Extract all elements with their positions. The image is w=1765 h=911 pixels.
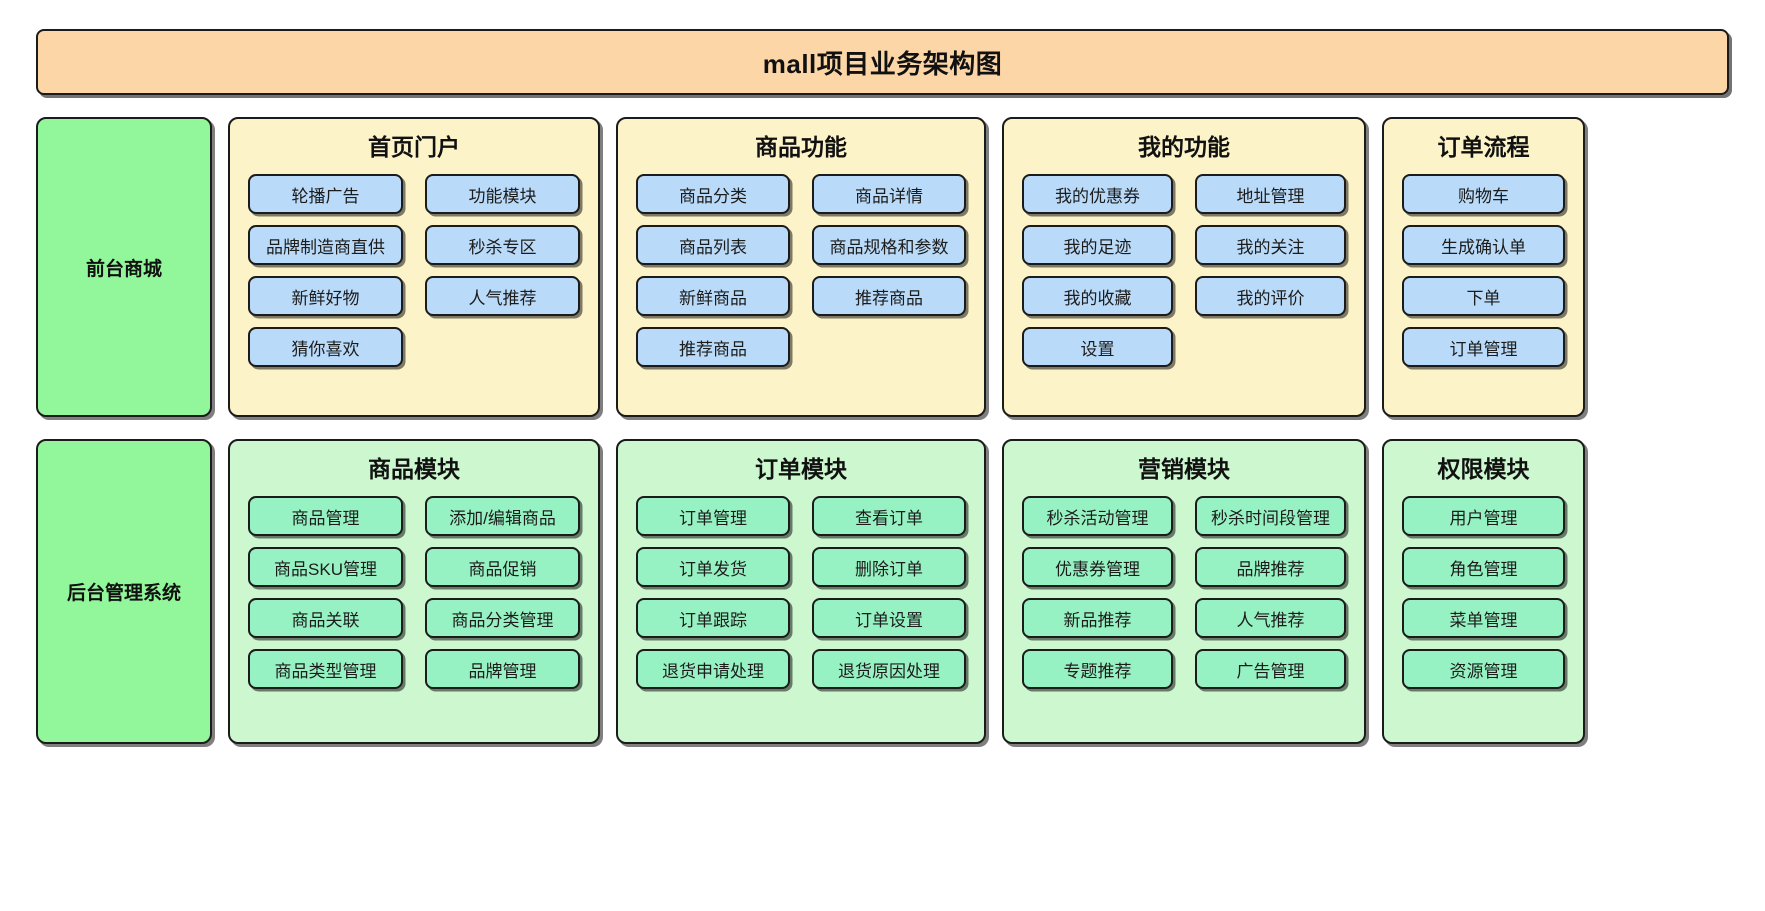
item-node[interactable]: 推荐商品 bbox=[636, 327, 790, 368]
group-my-features: 我的功能 我的优惠券 地址管理 我的足迹 我的关注 我的收藏 我的评价 设置 bbox=[1002, 117, 1366, 417]
item-node[interactable]: 地址管理 bbox=[1195, 174, 1346, 215]
item-node[interactable]: 退货原因处理 bbox=[812, 649, 966, 690]
item-node[interactable]: 订单跟踪 bbox=[636, 598, 790, 639]
group-product-features: 商品功能 商品分类 商品详情 商品列表 商品规格和参数 新鲜商品 推荐商品 推荐… bbox=[616, 117, 986, 417]
group-title: 订单模块 bbox=[755, 456, 847, 482]
item-node[interactable]: 订单管理 bbox=[1402, 327, 1565, 368]
group-homepage-portal: 首页门户 轮播广告 功能模块 品牌制造商直供 秒杀专区 新鲜好物 人气推荐 猜你… bbox=[228, 117, 600, 417]
group-items: 秒杀活动管理 秒杀时间段管理 优惠券管理 品牌推荐 新品推荐 人气推荐 专题推荐… bbox=[1022, 496, 1346, 690]
item-node[interactable]: 新品推荐 bbox=[1022, 598, 1173, 639]
item-node[interactable]: 菜单管理 bbox=[1402, 598, 1565, 639]
group-title: 营销模块 bbox=[1138, 456, 1230, 482]
item-node[interactable]: 我的收藏 bbox=[1022, 276, 1173, 317]
item-node[interactable]: 商品规格和参数 bbox=[812, 225, 966, 266]
item-node[interactable]: 秒杀专区 bbox=[425, 225, 580, 266]
group-items: 我的优惠券 地址管理 我的足迹 我的关注 我的收藏 我的评价 设置 bbox=[1022, 174, 1346, 368]
item-node[interactable]: 下单 bbox=[1402, 276, 1565, 317]
item-node[interactable]: 商品关联 bbox=[248, 598, 403, 639]
item-node[interactable]: 商品分类管理 bbox=[425, 598, 580, 639]
item-node[interactable]: 新鲜商品 bbox=[636, 276, 790, 317]
group-items: 订单管理 查看订单 订单发货 删除订单 订单跟踪 订单设置 退货申请处理 退货原… bbox=[636, 496, 966, 690]
group-title: 权限模块 bbox=[1437, 456, 1530, 482]
item-node[interactable]: 广告管理 bbox=[1195, 649, 1346, 690]
page-title: mall项目业务架构图 bbox=[762, 48, 1003, 79]
item-node[interactable]: 添加/编辑商品 bbox=[425, 496, 580, 537]
layer-row-frontend: 前台商城 首页门户 轮播广告 功能模块 品牌制造商直供 秒杀专区 新鲜好物 人气… bbox=[36, 117, 1729, 417]
item-node[interactable]: 我的关注 bbox=[1195, 225, 1346, 266]
group-order-flow: 订单流程 购物车 生成确认单 下单 订单管理 bbox=[1382, 117, 1585, 417]
item-node[interactable]: 品牌推荐 bbox=[1195, 547, 1346, 588]
item-node[interactable]: 删除订单 bbox=[812, 547, 966, 588]
item-node[interactable]: 我的优惠券 bbox=[1022, 174, 1173, 215]
group-items: 轮播广告 功能模块 品牌制造商直供 秒杀专区 新鲜好物 人气推荐 猜你喜欢 bbox=[248, 174, 580, 368]
item-node[interactable]: 新鲜好物 bbox=[248, 276, 403, 317]
group-title: 首页门户 bbox=[368, 134, 460, 160]
item-node[interactable]: 商品详情 bbox=[812, 174, 966, 215]
group-title: 我的功能 bbox=[1138, 134, 1230, 160]
group-items: 商品分类 商品详情 商品列表 商品规格和参数 新鲜商品 推荐商品 推荐商品 bbox=[636, 174, 966, 368]
item-node[interactable]: 推荐商品 bbox=[812, 276, 966, 317]
item-node[interactable]: 生成确认单 bbox=[1402, 225, 1565, 266]
item-node[interactable]: 订单管理 bbox=[636, 496, 790, 537]
group-title: 商品功能 bbox=[755, 134, 847, 160]
item-node[interactable]: 优惠券管理 bbox=[1022, 547, 1173, 588]
item-node[interactable]: 我的足迹 bbox=[1022, 225, 1173, 266]
layer-label-frontend: 前台商城 bbox=[36, 117, 212, 417]
group-goods-module: 商品模块 商品管理 添加/编辑商品 商品SKU管理 商品促销 商品关联 商品分类… bbox=[228, 439, 600, 744]
item-node[interactable]: 秒杀时间段管理 bbox=[1195, 496, 1346, 537]
item-node[interactable]: 品牌制造商直供 bbox=[248, 225, 403, 266]
item-node[interactable]: 订单设置 bbox=[812, 598, 966, 639]
group-marketing-module: 营销模块 秒杀活动管理 秒杀时间段管理 优惠券管理 品牌推荐 新品推荐 人气推荐… bbox=[1002, 439, 1366, 744]
item-node[interactable]: 订单发货 bbox=[636, 547, 790, 588]
item-node[interactable]: 用户管理 bbox=[1402, 496, 1565, 537]
layer-label-text: 后台管理系统 bbox=[66, 583, 181, 604]
item-node[interactable]: 秒杀活动管理 bbox=[1022, 496, 1173, 537]
diagram-title-banner: mall项目业务架构图 bbox=[36, 29, 1729, 95]
item-node[interactable]: 查看订单 bbox=[812, 496, 966, 537]
item-node[interactable]: 人气推荐 bbox=[425, 276, 580, 317]
item-node[interactable]: 功能模块 bbox=[425, 174, 580, 215]
group-items: 用户管理 角色管理 菜单管理 资源管理 bbox=[1402, 496, 1565, 690]
item-node[interactable]: 退货申请处理 bbox=[636, 649, 790, 690]
group-permission-module: 权限模块 用户管理 角色管理 菜单管理 资源管理 bbox=[1382, 439, 1585, 744]
layer-row-admin: 后台管理系统 商品模块 商品管理 添加/编辑商品 商品SKU管理 商品促销 商品… bbox=[36, 439, 1729, 744]
item-node[interactable]: 商品列表 bbox=[636, 225, 790, 266]
item-node[interactable]: 专题推荐 bbox=[1022, 649, 1173, 690]
item-node[interactable]: 猜你喜欢 bbox=[248, 327, 403, 368]
item-node[interactable]: 商品分类 bbox=[636, 174, 790, 215]
group-title: 商品模块 bbox=[368, 456, 460, 482]
item-node[interactable]: 购物车 bbox=[1402, 174, 1565, 215]
group-order-module: 订单模块 订单管理 查看订单 订单发货 删除订单 订单跟踪 订单设置 退货申请处… bbox=[616, 439, 986, 744]
item-node[interactable]: 角色管理 bbox=[1402, 547, 1565, 588]
item-node[interactable]: 商品SKU管理 bbox=[248, 547, 403, 588]
item-node[interactable]: 人气推荐 bbox=[1195, 598, 1346, 639]
item-node[interactable]: 轮播广告 bbox=[248, 174, 403, 215]
layer-label-admin: 后台管理系统 bbox=[36, 439, 212, 744]
item-node[interactable]: 设置 bbox=[1022, 327, 1173, 368]
group-title: 订单流程 bbox=[1437, 134, 1530, 160]
item-node[interactable]: 资源管理 bbox=[1402, 649, 1565, 690]
group-items: 购物车 生成确认单 下单 订单管理 bbox=[1402, 174, 1565, 368]
item-node[interactable]: 品牌管理 bbox=[425, 649, 580, 690]
item-node[interactable]: 商品促销 bbox=[425, 547, 580, 588]
architecture-diagram-canvas: mall项目业务架构图 前台商城 首页门户 轮播广告 功能模块 品牌制造商直供 … bbox=[0, 29, 1765, 911]
group-items: 商品管理 添加/编辑商品 商品SKU管理 商品促销 商品关联 商品分类管理 商品… bbox=[248, 496, 580, 690]
item-node[interactable]: 我的评价 bbox=[1195, 276, 1346, 317]
item-node[interactable]: 商品管理 bbox=[248, 496, 403, 537]
layer-label-text: 前台商城 bbox=[85, 258, 162, 280]
item-node[interactable]: 商品类型管理 bbox=[248, 649, 403, 690]
